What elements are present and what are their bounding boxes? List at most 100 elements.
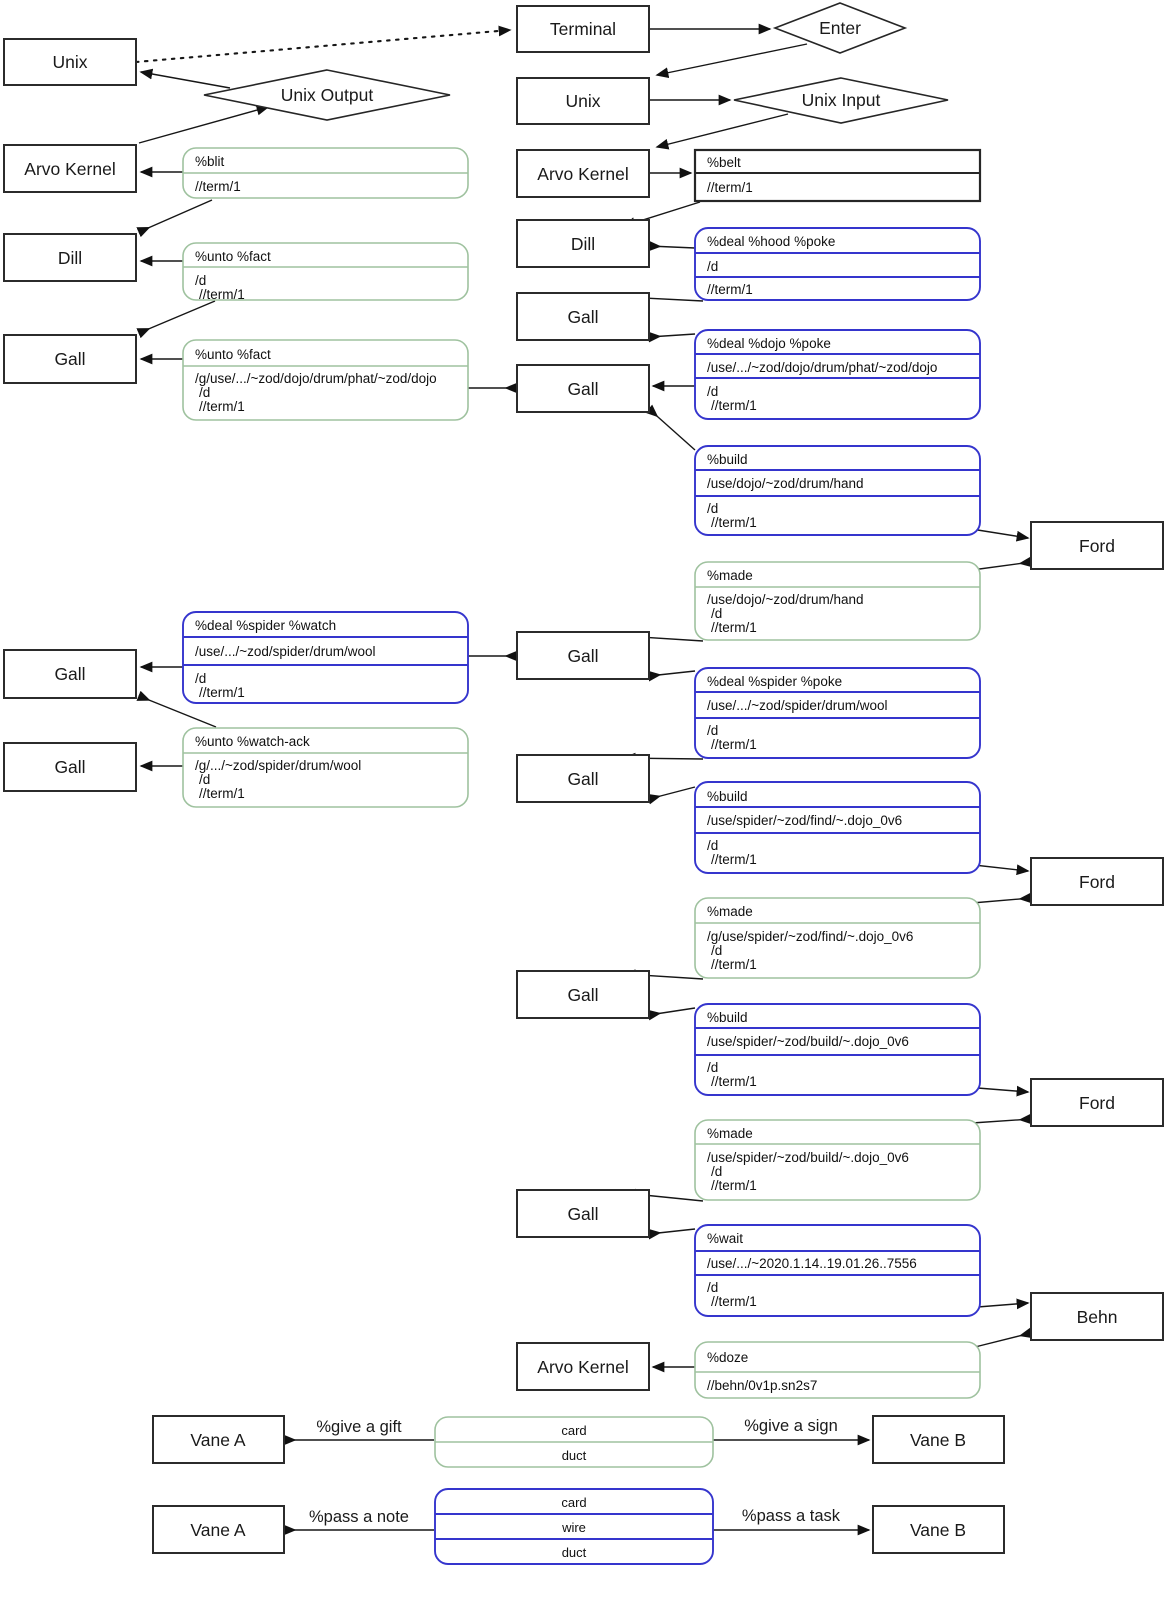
card-row: /d [707,838,718,853]
card-belt: %belt //term/1 [693,148,982,203]
edges [134,23,1033,1536]
card-row: /use/spider/~zod/find/~.dojo_0v6 [707,813,902,828]
edge-ford-to-madehand [971,556,1033,571]
card-unto-watch-ack: %unto %watch-ack /g/.../~zod/spider/drum… [182,727,469,808]
card-deal-spider-watch: %deal %spider %watch /use/.../~zod/spide… [182,611,469,704]
card-row: /use/spider/~zod/build/~.dojo_0v6 [707,1034,909,1049]
card-build-build: %build /use/spider/~zod/build/~.dojo_0v6… [694,1003,981,1096]
node-vane-a-1-label: Vane A [190,1430,245,1450]
node-vane-a-1 [152,1415,285,1464]
node-gall-right-3-label: Gall [567,646,598,666]
edge-enter-to-unix [655,43,808,79]
card-deal-hood-poke: %deal %hood %poke /d //term/1 [694,227,981,301]
node-terminal [516,5,650,53]
card-blit: %blit //term/1 [182,147,469,199]
node-arvo-left-label: Arvo Kernel [24,159,115,179]
card-row: %build [707,452,748,467]
card-row: %unto %fact [195,249,271,264]
node-arvo-left [3,144,137,193]
unix-output-diamond [203,69,451,121]
edge-gall-to-buildbuild [647,1007,696,1021]
card-row: %build [707,1010,748,1025]
pipe-row: card [561,1495,586,1510]
node-ford-3-label: Ford [1079,1093,1115,1113]
card-row: %belt [707,155,741,170]
card-row: /use/spider/~zod/build/~.dojo_0v6 [707,1150,909,1165]
card-row: %made [707,1126,753,1141]
pipe-row: duct [562,1545,587,1560]
card-made-build: %made /use/spider/~zod/build/~.dojo_0v6 … [694,1119,981,1201]
card-row: /d [195,671,206,686]
card-row: /use/dojo/~zod/drum/hand [707,476,863,491]
node-dill-right-label: Dill [571,234,595,254]
node-unix-left [3,38,137,86]
card-doze-frame [694,1341,981,1399]
card-row: /use/.../~zod/spider/drum/wool [195,644,375,659]
edge-label-give-sign: %give a sign [744,1417,838,1435]
edge-ford-to-madefind [971,892,1032,904]
card-row: /use/dojo/~zod/drum/hand [707,592,863,607]
node-ford-2-label: Ford [1079,872,1115,892]
edge-gall-to-dojopoke [648,331,696,343]
card-row: //term/1 [711,1074,757,1089]
card-row: /g/use/.../~zod/dojo/drum/phat/~zod/dojo [195,371,437,386]
node-dill-right [516,219,650,268]
card-build-find: %build /use/spider/~zod/find/~.dojo_0v6 … [694,781,981,874]
node-gall-right-5-label: Gall [567,985,598,1005]
node-vane-b-2 [872,1505,1005,1554]
note-pipe-frame [434,1488,714,1565]
node-vane-a-2 [152,1505,285,1554]
edge-dill-to-hoodpoke [648,240,696,252]
card-row: %unto %fact [195,347,271,362]
card-made-find: %made /g/use/spider/~zod/find/~.dojo_0v6… [694,897,981,979]
card-row: /g/use/spider/~zod/find/~.dojo_0v6 [707,929,913,944]
gift-pipe: card duct [434,1416,714,1468]
card-row: //term/1 [711,957,757,972]
node-gall-right-4-label: Gall [567,769,598,789]
card-row: //term/1 [711,852,757,867]
card-row: /d [707,723,718,738]
node-gall-right-2 [516,364,650,413]
card-row: /d [199,772,210,787]
edge-arvo-to-unixoutput [138,104,270,144]
edge-gall-to-buildfind [647,786,696,805]
node-arvo-right [516,149,650,198]
edge-gall-to-watchack [136,690,217,728]
node-gall-right-6-label: Gall [567,1204,598,1224]
card-row: %deal %spider %poke [707,674,842,689]
node-gall-left-2 [3,649,137,699]
enter-diamond [772,2,908,54]
edge-label-pass-task: %pass a task [742,1507,841,1525]
card-row: //term/1 [707,180,753,195]
card-unto-fact-gall: %unto %fact /g/use/.../~zod/dojo/drum/ph… [182,339,469,421]
card-made-find-frame [694,897,981,979]
node-arvo-right-label: Arvo Kernel [537,164,628,184]
node-vane-b-1 [872,1415,1005,1464]
node-dill-left [3,233,137,282]
node-gall-left-1-label: Gall [54,349,85,369]
card-unto-fact-dill-frame [182,242,469,301]
node-behn [1030,1292,1164,1341]
edge-unixinput-to-arvo [655,113,789,150]
edge-dill-to-blit [136,199,213,238]
card-row: %made [707,568,753,583]
card-deal-spider-watch-frame [182,611,469,704]
node-vane-b-1-label: Vane B [910,1430,966,1450]
card-build-find-frame [694,781,981,874]
node-gall-left-1 [3,334,137,384]
card-row: //term/1 [711,1294,757,1309]
card-blit-tag: %blit [195,154,225,169]
card-row: /use/.../~2020.1.14..19.01.26..7556 [707,1256,917,1271]
card-deal-dojo-poke: %deal %dojo %poke /use/.../~zod/dojo/dru… [694,329,981,420]
pipe-row: wire [561,1520,586,1535]
card-row: /d [711,943,722,958]
card-deal-spider-poke: %deal %spider %poke /use/.../~zod/spider… [694,667,981,759]
card-row: //term/1 [199,287,245,302]
node-gall-right-4 [516,754,650,803]
node-vane-a-2-label: Vane A [190,1520,245,1540]
card-blit-duct: //term/1 [195,179,241,194]
card-row: //term/1 [711,1178,757,1193]
card-row: /use/.../~zod/dojo/drum/phat/~zod/dojo [707,360,937,375]
edge-unixoutput-to-unix [139,68,231,89]
